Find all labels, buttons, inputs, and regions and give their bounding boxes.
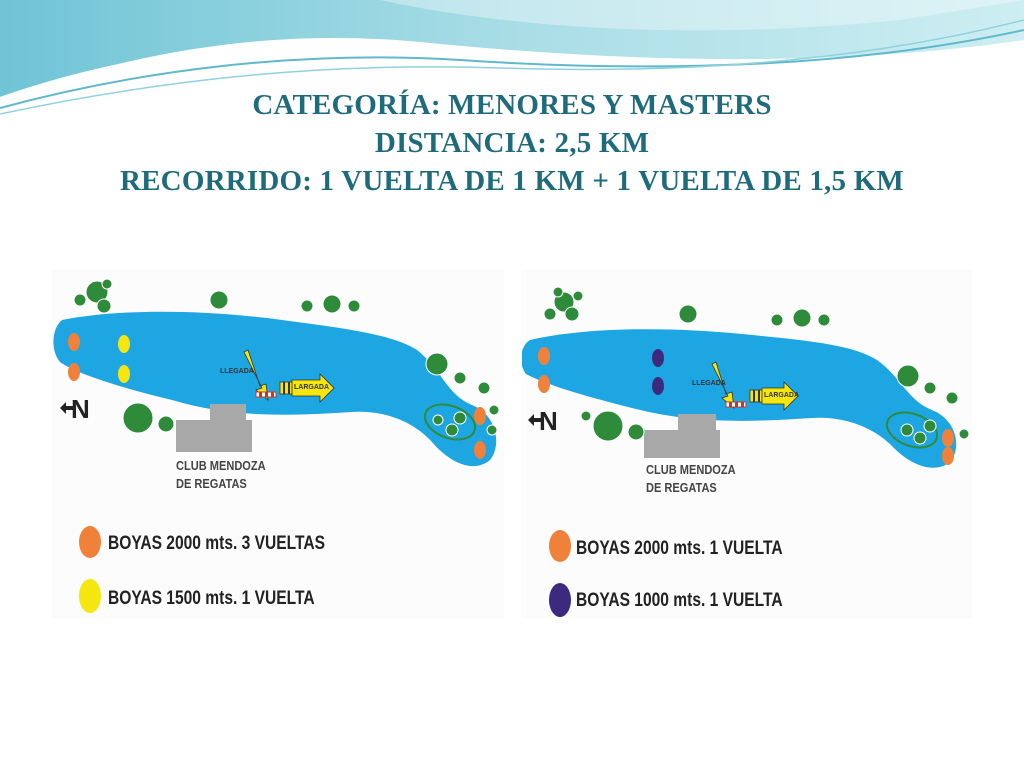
buoys-orange [68,333,486,459]
club-label-line2: DE REGATAS [176,476,247,491]
course-map-right: N LLEGADA LARGADA CLUB MENDOZA DE REGATA… [522,270,972,618]
club-label-line1: CLUB MENDOZA [176,458,266,473]
largada-label: LARGADA [764,392,799,399]
legend-swatch-yellow [79,579,101,613]
legend-swatch-orange [549,530,571,562]
legend-swatch-purple [549,583,571,617]
start-line [749,389,763,403]
club-dock [678,414,716,430]
north-label: N [71,394,90,424]
llegada-label: LLEGADA [220,368,254,375]
buoys-orange [538,347,954,465]
club-building [176,420,252,452]
buoys-purple [652,349,664,395]
lake-map-right [522,286,970,468]
start-arrow [761,381,799,411]
legend-orange-text: BOYAS 2000 mts. 3 VUELTAS [108,533,326,554]
legend-orange-text: BOYAS 2000 mts. 1 VUELTA [576,538,783,559]
largada-label: LARGADA [294,384,329,391]
finish-line [725,401,747,408]
club-label-line1: CLUB MENDOZA [646,462,736,477]
trees [73,278,500,437]
legend-swatch-orange [79,526,101,558]
trees [543,286,970,445]
finish-line [255,391,277,398]
club-label-line2: DE REGATAS [646,480,717,495]
club-dock [210,404,246,420]
legend-purple-text: BOYAS 1000 mts. 1 VUELTA [576,590,783,611]
slide-title: CATEGORÍA: MENORES Y MASTERS DISTANCIA: … [0,86,1024,200]
north-arrow-icon [60,402,76,414]
lake [53,311,497,467]
north-label: N [539,406,558,436]
lake-map-left [53,278,500,467]
title-distance: DISTANCIA: 2,5 KM [374,127,650,159]
lake [522,329,957,468]
legend-yellow-text: BOYAS 1500 mts. 1 VUELTA [108,588,315,609]
north-arrow-icon [528,414,544,426]
finish-arrow [711,361,735,409]
llegada-label: LLEGADA [692,380,726,387]
title-category: CATEGORÍA: MENORES Y MASTERS [252,89,772,121]
start-arrow [291,373,335,403]
course-map-left: N LLEGADA LARGADA CLUB MENDOZA DE REGATA… [52,270,504,618]
club-building [644,430,720,458]
buoys-yellow [118,335,130,383]
wave-banner [0,0,1024,115]
title-route: RECORRIDO: 1 VUELTA DE 1 KM + 1 VUELTA D… [119,165,904,197]
start-line [279,381,293,395]
